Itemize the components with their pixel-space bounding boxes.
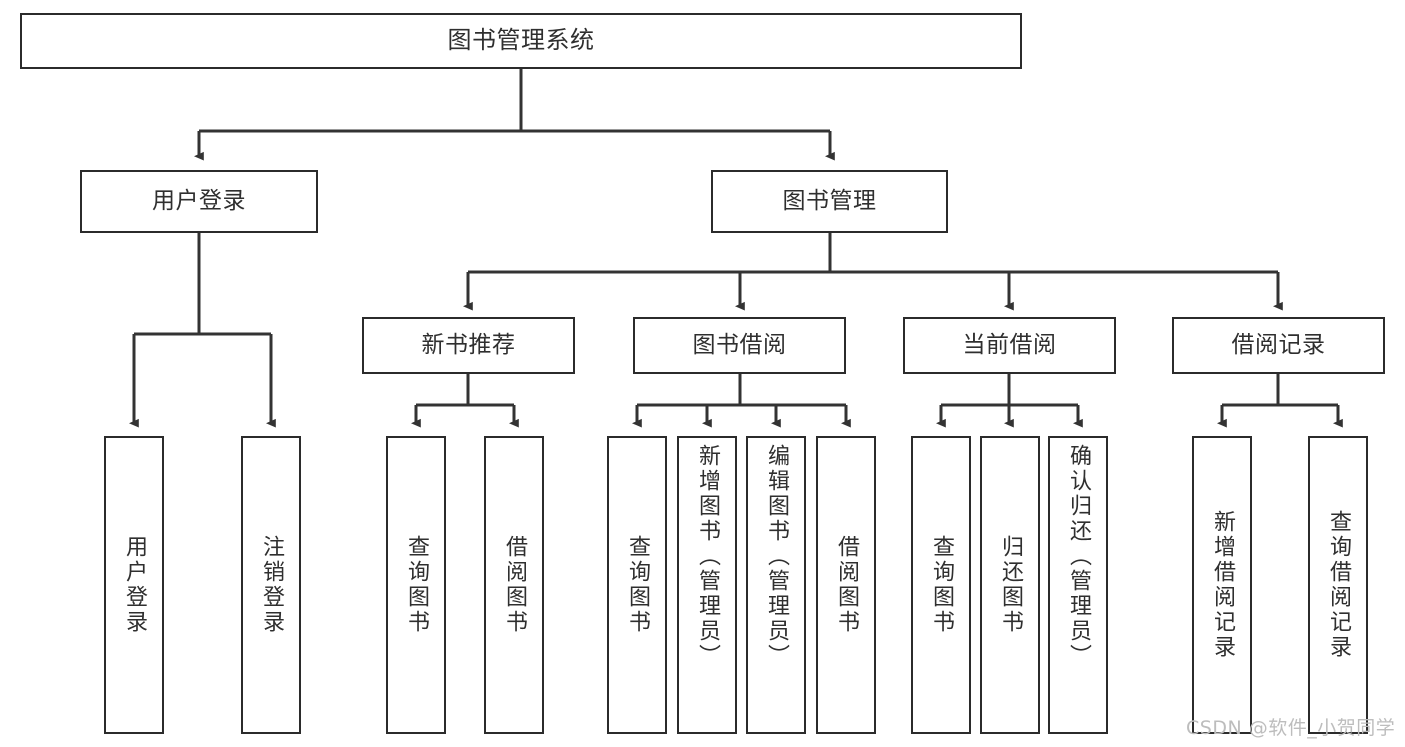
leaf-edit-book-admin[interactable]: 编辑图书（管理员）: [746, 436, 806, 734]
node-label: 借阅图书: [834, 535, 859, 635]
node-label: 确认归还（管理员）: [1066, 444, 1091, 669]
node-label: 新增借阅记录: [1210, 510, 1235, 660]
node-label: 查询图书: [625, 535, 650, 635]
node-label: 用户登录: [152, 188, 246, 215]
node-label: 借阅记录: [1231, 332, 1326, 359]
leaf-add-borrow-record[interactable]: 新增借阅记录: [1192, 436, 1252, 734]
node-new-book-recommendation[interactable]: 新书推荐: [362, 317, 575, 374]
node-label: 图书管理系统: [447, 26, 595, 55]
leaf-logout[interactable]: 注销登录: [241, 436, 301, 734]
leaf-confirm-return-admin[interactable]: 确认归还（管理员）: [1048, 436, 1108, 734]
node-label: 查询借阅记录: [1326, 510, 1351, 660]
node-label: 查询图书: [929, 535, 954, 635]
leaf-query-book-current[interactable]: 查询图书: [911, 436, 971, 734]
node-label: 查询图书: [404, 535, 429, 635]
node-label: 注销登录: [259, 535, 284, 635]
watermark-text: CSDN @软件_小贺同学: [1186, 717, 1396, 739]
node-label: 图书管理: [782, 188, 877, 215]
node-label: 新书推荐: [421, 332, 516, 359]
leaf-query-book-newbook[interactable]: 查询图书: [386, 436, 446, 734]
leaf-query-borrow-record[interactable]: 查询借阅记录: [1308, 436, 1368, 734]
node-label: 编辑图书（管理员）: [764, 444, 789, 669]
node-current-borrowing[interactable]: 当前借阅: [903, 317, 1116, 374]
leaf-borrow-book-newbook[interactable]: 借阅图书: [484, 436, 544, 734]
node-user-login[interactable]: 用户登录: [80, 170, 318, 233]
node-label: 借阅图书: [502, 535, 527, 635]
node-book-borrowing[interactable]: 图书借阅: [633, 317, 846, 374]
node-root-book-management-system[interactable]: 图书管理系统: [20, 13, 1022, 69]
node-label: 用户登录: [122, 535, 147, 635]
node-book-management[interactable]: 图书管理: [711, 170, 948, 233]
leaf-borrow-book-borrowing[interactable]: 借阅图书: [816, 436, 876, 734]
leaf-user-login[interactable]: 用户登录: [104, 436, 164, 734]
leaf-return-book[interactable]: 归还图书: [980, 436, 1040, 734]
node-label: 新增图书（管理员）: [695, 444, 720, 669]
node-borrowing-record[interactable]: 借阅记录: [1172, 317, 1385, 374]
leaf-query-book-borrowing[interactable]: 查询图书: [607, 436, 667, 734]
node-label: 图书借阅: [692, 332, 787, 359]
leaf-add-book-admin[interactable]: 新增图书（管理员）: [677, 436, 737, 734]
node-label: 归还图书: [998, 535, 1023, 635]
node-label: 当前借阅: [962, 332, 1057, 359]
